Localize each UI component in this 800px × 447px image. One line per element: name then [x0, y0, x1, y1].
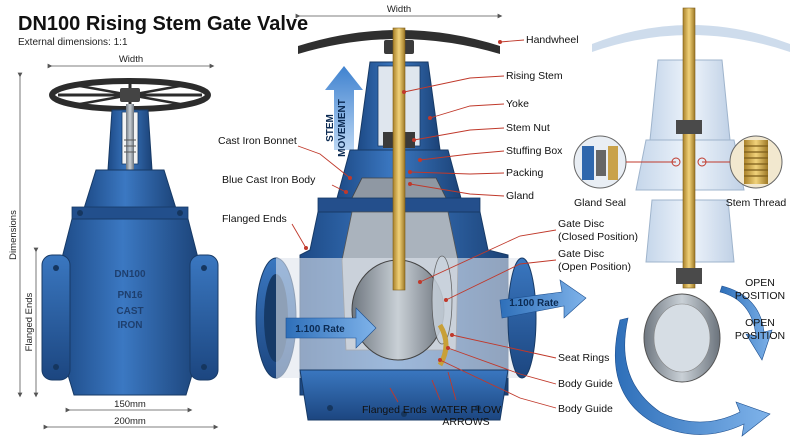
center-labels-left: Cast Iron Bonnet Blue Cast Iron Body Fla… [218, 135, 427, 416]
label-gate-disc-open-1: Gate Disc [558, 248, 604, 260]
seat-ring [437, 323, 449, 367]
label-stem-thread: Stem Thread [726, 197, 787, 209]
left-width-label: Width [119, 54, 143, 65]
right-stem [682, 7, 696, 289]
stem-movement-text-1: STEM [325, 114, 336, 142]
flow-arrow-left [285, 307, 377, 349]
dimensions-label: Dimensions [8, 210, 19, 260]
label-gate-disc-open-2: (Open Position) [558, 261, 631, 273]
label-open-position-1b: POSITION [735, 290, 785, 302]
page-title: DN100 Rising Stem Gate Valve [18, 13, 308, 35]
label-packing: Packing [506, 167, 544, 179]
label-gland: Gland [506, 190, 534, 202]
swirl-arrow-upper [719, 285, 773, 361]
label-blue-cast-iron-body: Blue Cast Iron Body [222, 174, 316, 186]
gate-disc-open [431, 255, 453, 345]
label-handwheel: Handwheel [526, 34, 579, 46]
label-stem-nut: Stem Nut [506, 122, 550, 134]
label-rising-stem: Rising Stem [506, 70, 563, 82]
label-open-position-1a: OPEN [745, 277, 775, 289]
flow-rate-right: 1.100 Rate [509, 298, 559, 309]
cast-text-line-3: CAST [116, 306, 143, 317]
center-handwheel [298, 30, 500, 54]
cast-text-line-4: IRON [118, 320, 143, 331]
label-body-guide-1: Body Guide [558, 378, 613, 390]
label-water-flow-1: WATER FLOW [431, 404, 501, 416]
stem-movement-arrow [325, 66, 363, 150]
label-gate-disc-closed-1: Gate Disc [558, 218, 604, 230]
label-stuffing-box: Stuffing Box [506, 145, 563, 157]
label-open-position-2a: OPEN [745, 317, 775, 329]
label-open-position-2b: POSITION [735, 330, 785, 342]
label-seat-rings: Seat Rings [558, 352, 609, 364]
dim-200-label: 200mm [114, 416, 146, 427]
right-detail-view: Gland Seal Stem Thread OPEN POSITION OPE… [573, 7, 790, 437]
label-flanged-ends: Flanged Ends [222, 213, 287, 225]
flanged-ends-dim-label: Flanged Ends [24, 292, 35, 351]
rising-stem [392, 27, 406, 291]
label-yoke: Yoke [506, 98, 529, 110]
ghost-handwheel [592, 25, 790, 52]
label-gland-seal: Gland Seal [574, 197, 626, 209]
flow-rate-left: 1.100 Rate [295, 324, 345, 335]
center-width-label: Width [387, 4, 411, 15]
left-external-view: Width Dimensions Flanged Ends DN100 PN16 [8, 54, 219, 430]
center-cutaway-view: Width STEM MOVEMENT [255, 4, 587, 421]
label-cast-iron-bonnet: Cast Iron Bonnet [218, 135, 297, 147]
label-water-flow-2: ARROWS [442, 416, 489, 428]
label-gate-disc-closed-2: (Closed Position) [558, 231, 638, 243]
cast-text-line-2: PN16 [117, 290, 142, 301]
stem-movement-text-2: MOVEMENT [337, 99, 348, 157]
dim-150-label: 150mm [114, 399, 146, 410]
flow-arrow-right [499, 279, 587, 319]
page-subtitle: External dimensions: 1:1 [18, 37, 128, 48]
swirl-arrow-lower [614, 317, 771, 437]
label-body-guide-2: Body Guide [558, 403, 613, 415]
label-flanged-ends-bottom: Flanged Ends [362, 404, 427, 416]
cast-text-line-1: DN100 [114, 269, 146, 280]
center-labels-right: Handwheel Rising Stem Yoke Stem Nut Stuf… [402, 34, 638, 428]
